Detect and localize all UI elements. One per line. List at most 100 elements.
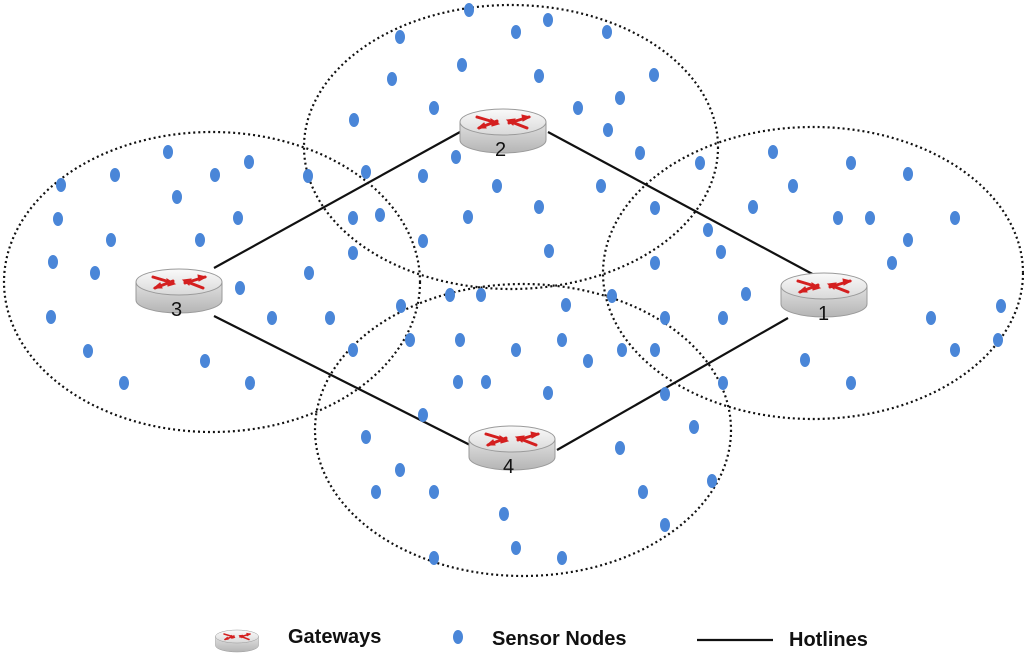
legend-hotlines-label: Hotlines bbox=[789, 629, 868, 651]
hotline-1-4 bbox=[556, 317, 789, 451]
sensor-node bbox=[451, 150, 461, 164]
sensor-node bbox=[511, 541, 521, 555]
sensor-node bbox=[718, 311, 728, 325]
sensor-node bbox=[361, 430, 371, 444]
sensor-node bbox=[544, 244, 554, 258]
sensor-node bbox=[993, 333, 1003, 347]
sensor-node bbox=[695, 156, 705, 170]
sensor-node bbox=[615, 91, 625, 105]
sensor-node bbox=[395, 30, 405, 44]
sensor-node bbox=[703, 223, 713, 237]
sensor-node bbox=[463, 210, 473, 224]
sensor-node bbox=[650, 343, 660, 357]
legend-sensor-node-icon bbox=[453, 630, 463, 644]
sensor-node bbox=[573, 101, 583, 115]
sensor-node bbox=[534, 69, 544, 83]
sensor-node bbox=[304, 266, 314, 280]
coverage-area-gateway-4 bbox=[313, 282, 733, 578]
sensor-node bbox=[361, 165, 371, 179]
sensor-node bbox=[950, 343, 960, 357]
sensor-node bbox=[348, 246, 358, 260]
sensor-node bbox=[387, 72, 397, 86]
sensor-node bbox=[617, 343, 627, 357]
sensor-node bbox=[660, 387, 670, 401]
sensor-node bbox=[846, 156, 856, 170]
sensor-node bbox=[455, 333, 465, 347]
sensor-node bbox=[348, 211, 358, 225]
sensor-node bbox=[375, 208, 385, 222]
legend-sensor-nodes-label: Sensor Nodes bbox=[492, 628, 626, 650]
sensor-node bbox=[903, 233, 913, 247]
sensor-node bbox=[511, 25, 521, 39]
legend: Gateways Sensor Nodes Hotlines bbox=[214, 626, 868, 653]
sensor-node bbox=[210, 168, 220, 182]
sensor-node bbox=[371, 485, 381, 499]
sensor-node bbox=[707, 474, 717, 488]
sensor-node bbox=[163, 145, 173, 159]
sensor-node bbox=[607, 289, 617, 303]
legend-gateway-icon bbox=[214, 629, 260, 653]
sensor-node bbox=[429, 551, 439, 565]
sensor-node bbox=[418, 169, 428, 183]
sensor-node bbox=[348, 343, 358, 357]
coverage-area-gateway-1 bbox=[601, 125, 1024, 421]
sensor-node bbox=[119, 376, 129, 390]
sensor-node bbox=[926, 311, 936, 325]
hotlines-group bbox=[213, 131, 819, 451]
sensor-node bbox=[53, 212, 63, 226]
sensor-node bbox=[660, 311, 670, 325]
sensor-node bbox=[543, 386, 553, 400]
sensor-node bbox=[638, 485, 648, 499]
sensor-node bbox=[106, 233, 116, 247]
sensor-node bbox=[768, 145, 778, 159]
sensor-node bbox=[741, 287, 751, 301]
hotline-4-3 bbox=[213, 315, 471, 446]
sensor-node bbox=[950, 211, 960, 225]
sensor-node bbox=[396, 299, 406, 313]
sensor-node bbox=[557, 333, 567, 347]
gateway-label-2: 2 bbox=[495, 139, 506, 161]
sensor-node bbox=[596, 179, 606, 193]
sensor-node bbox=[349, 113, 359, 127]
gateway-label-1: 1 bbox=[818, 303, 829, 325]
sensor-node bbox=[90, 266, 100, 280]
sensor-node bbox=[233, 211, 243, 225]
sensor-node bbox=[110, 168, 120, 182]
sensor-node bbox=[245, 376, 255, 390]
gateway-label-4: 4 bbox=[503, 456, 514, 478]
sensor-node bbox=[429, 485, 439, 499]
sensor-node bbox=[800, 353, 810, 367]
sensor-node bbox=[46, 310, 56, 324]
sensor-node bbox=[603, 123, 613, 137]
sensor-node bbox=[200, 354, 210, 368]
hotline-3-2 bbox=[213, 131, 461, 269]
sensor-node bbox=[650, 256, 660, 270]
sensor-node bbox=[660, 518, 670, 532]
sensor-nodes-group bbox=[46, 3, 1006, 565]
sensor-node bbox=[457, 58, 467, 72]
sensor-node bbox=[429, 101, 439, 115]
sensor-node bbox=[602, 25, 612, 39]
sensor-node bbox=[511, 343, 521, 357]
sensor-node bbox=[83, 344, 93, 358]
sensor-node bbox=[303, 169, 313, 183]
sensor-node bbox=[583, 354, 593, 368]
sensor-node bbox=[689, 420, 699, 434]
sensor-node bbox=[325, 311, 335, 325]
sensor-node bbox=[635, 146, 645, 160]
sensor-node bbox=[464, 3, 474, 17]
sensor-node bbox=[244, 155, 254, 169]
sensor-node bbox=[650, 201, 660, 215]
sensor-node bbox=[865, 211, 875, 225]
hotline-2-1 bbox=[547, 131, 819, 278]
sensor-node bbox=[445, 288, 455, 302]
sensor-node bbox=[453, 375, 463, 389]
sensor-node bbox=[418, 408, 428, 422]
sensor-node bbox=[534, 200, 544, 214]
coverage-area-gateway-3 bbox=[2, 130, 422, 434]
sensor-node bbox=[48, 255, 58, 269]
sensor-node bbox=[996, 299, 1006, 313]
sensor-node bbox=[195, 233, 205, 247]
